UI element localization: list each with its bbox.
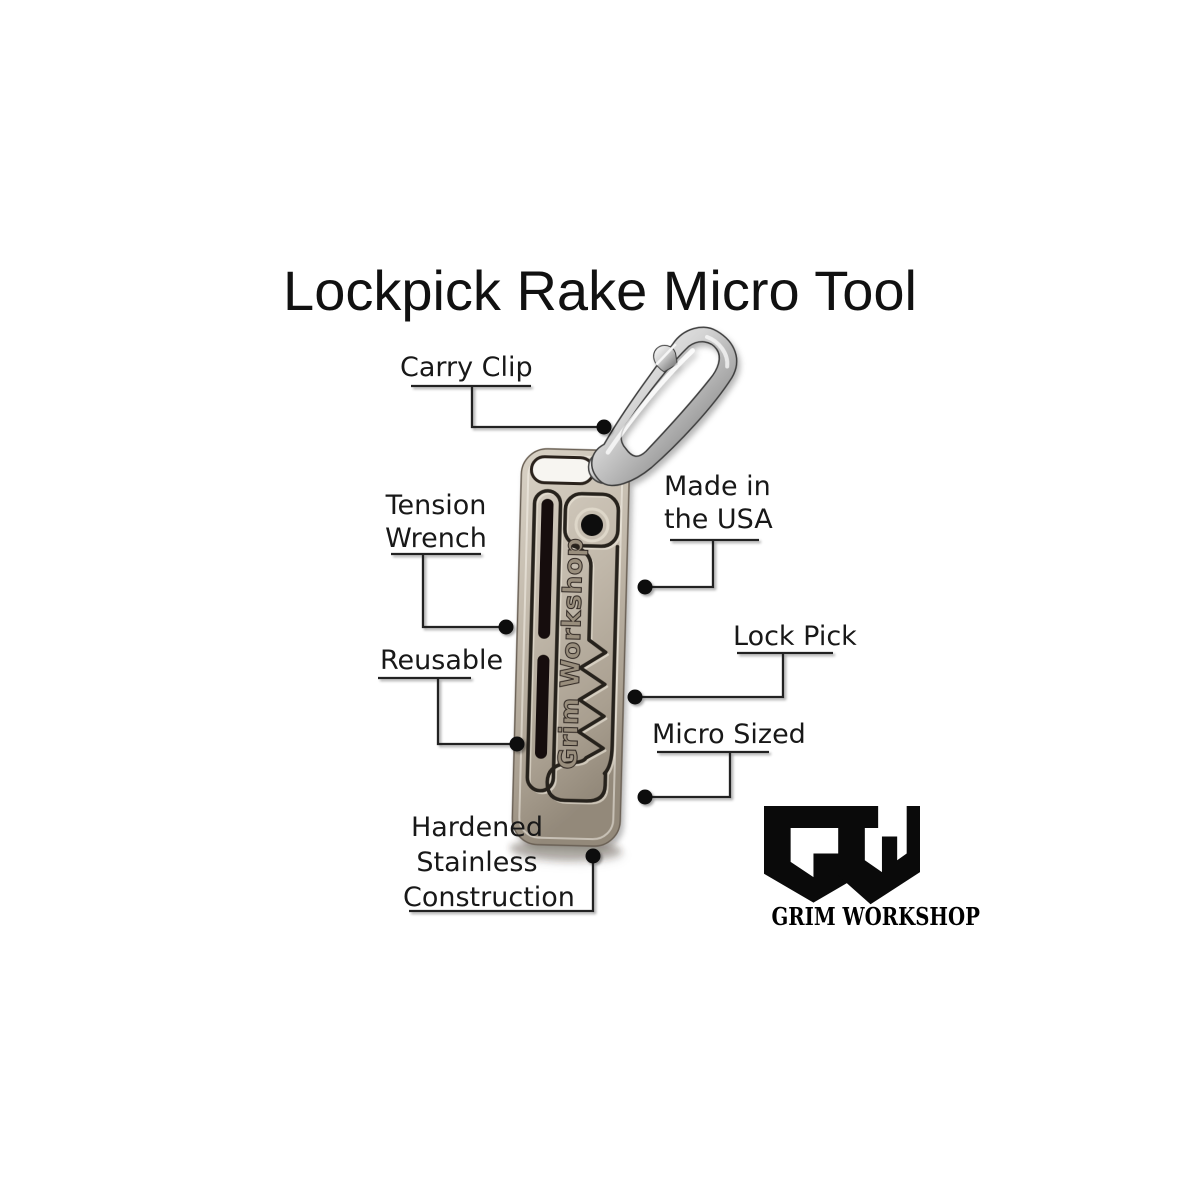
micro-sized-text: Micro Sized — [652, 719, 806, 750]
plate-engraving-text: Grim Workshop — [554, 537, 590, 770]
callout-label-lock-pick: Lock Pick — [733, 620, 857, 653]
gw-monogram-w — [838, 806, 920, 905]
brand-name: GRIM WORKSHOP — [771, 902, 980, 931]
pick-right-channel — [602, 544, 620, 776]
gw-monogram-g — [764, 806, 863, 903]
clip-gate-seam — [655, 343, 677, 366]
callout-label-made-in-usa: Made in the USA — [664, 470, 773, 537]
lock-pick-text: Lock Pick — [733, 621, 857, 652]
reusable-text: Reusable — [380, 645, 504, 676]
carry-clip-graphic — [587, 326, 738, 487]
hardened-line2: Stainless — [416, 847, 538, 879]
rake-zigzag-channel — [545, 543, 608, 803]
hanging-slot — [529, 455, 595, 486]
made-in-usa-line1: Made in — [664, 471, 771, 502]
pivot-hole — [581, 514, 603, 536]
tension-slot-lower — [535, 654, 550, 759]
made-in-usa-line2: the USA — [664, 504, 773, 536]
clip-top-highlight — [704, 334, 730, 369]
tension-wrench-channel — [525, 489, 563, 793]
pick-head-channel — [563, 491, 621, 549]
hardened-line1: Hardened — [410, 812, 544, 843]
page-title: Lockpick Rake Micro Tool — [283, 259, 917, 322]
gw-monogram — [764, 806, 920, 905]
hardened-line3: Construction — [403, 882, 575, 914]
clip-highlight — [605, 348, 695, 455]
callout-label-carry-clip: Carry Clip — [400, 351, 533, 384]
pivot-hole-ring — [574, 507, 610, 543]
engraving-highlight — [528, 491, 622, 805]
callout-label-tension-wrench: Tension Wrench — [384, 489, 488, 556]
callout-label-hardened: Hardened Stainless Construction — [403, 810, 575, 915]
carry-clip-text: Carry Clip — [400, 352, 533, 383]
callout-label-reusable: Reusable — [380, 644, 504, 677]
tension-wrench-line2: Wrench — [385, 523, 487, 555]
tension-wrench-line1: Tension — [385, 490, 487, 521]
callout-label-micro-sized: Micro Sized — [652, 718, 806, 751]
tension-slot-upper — [538, 498, 554, 639]
